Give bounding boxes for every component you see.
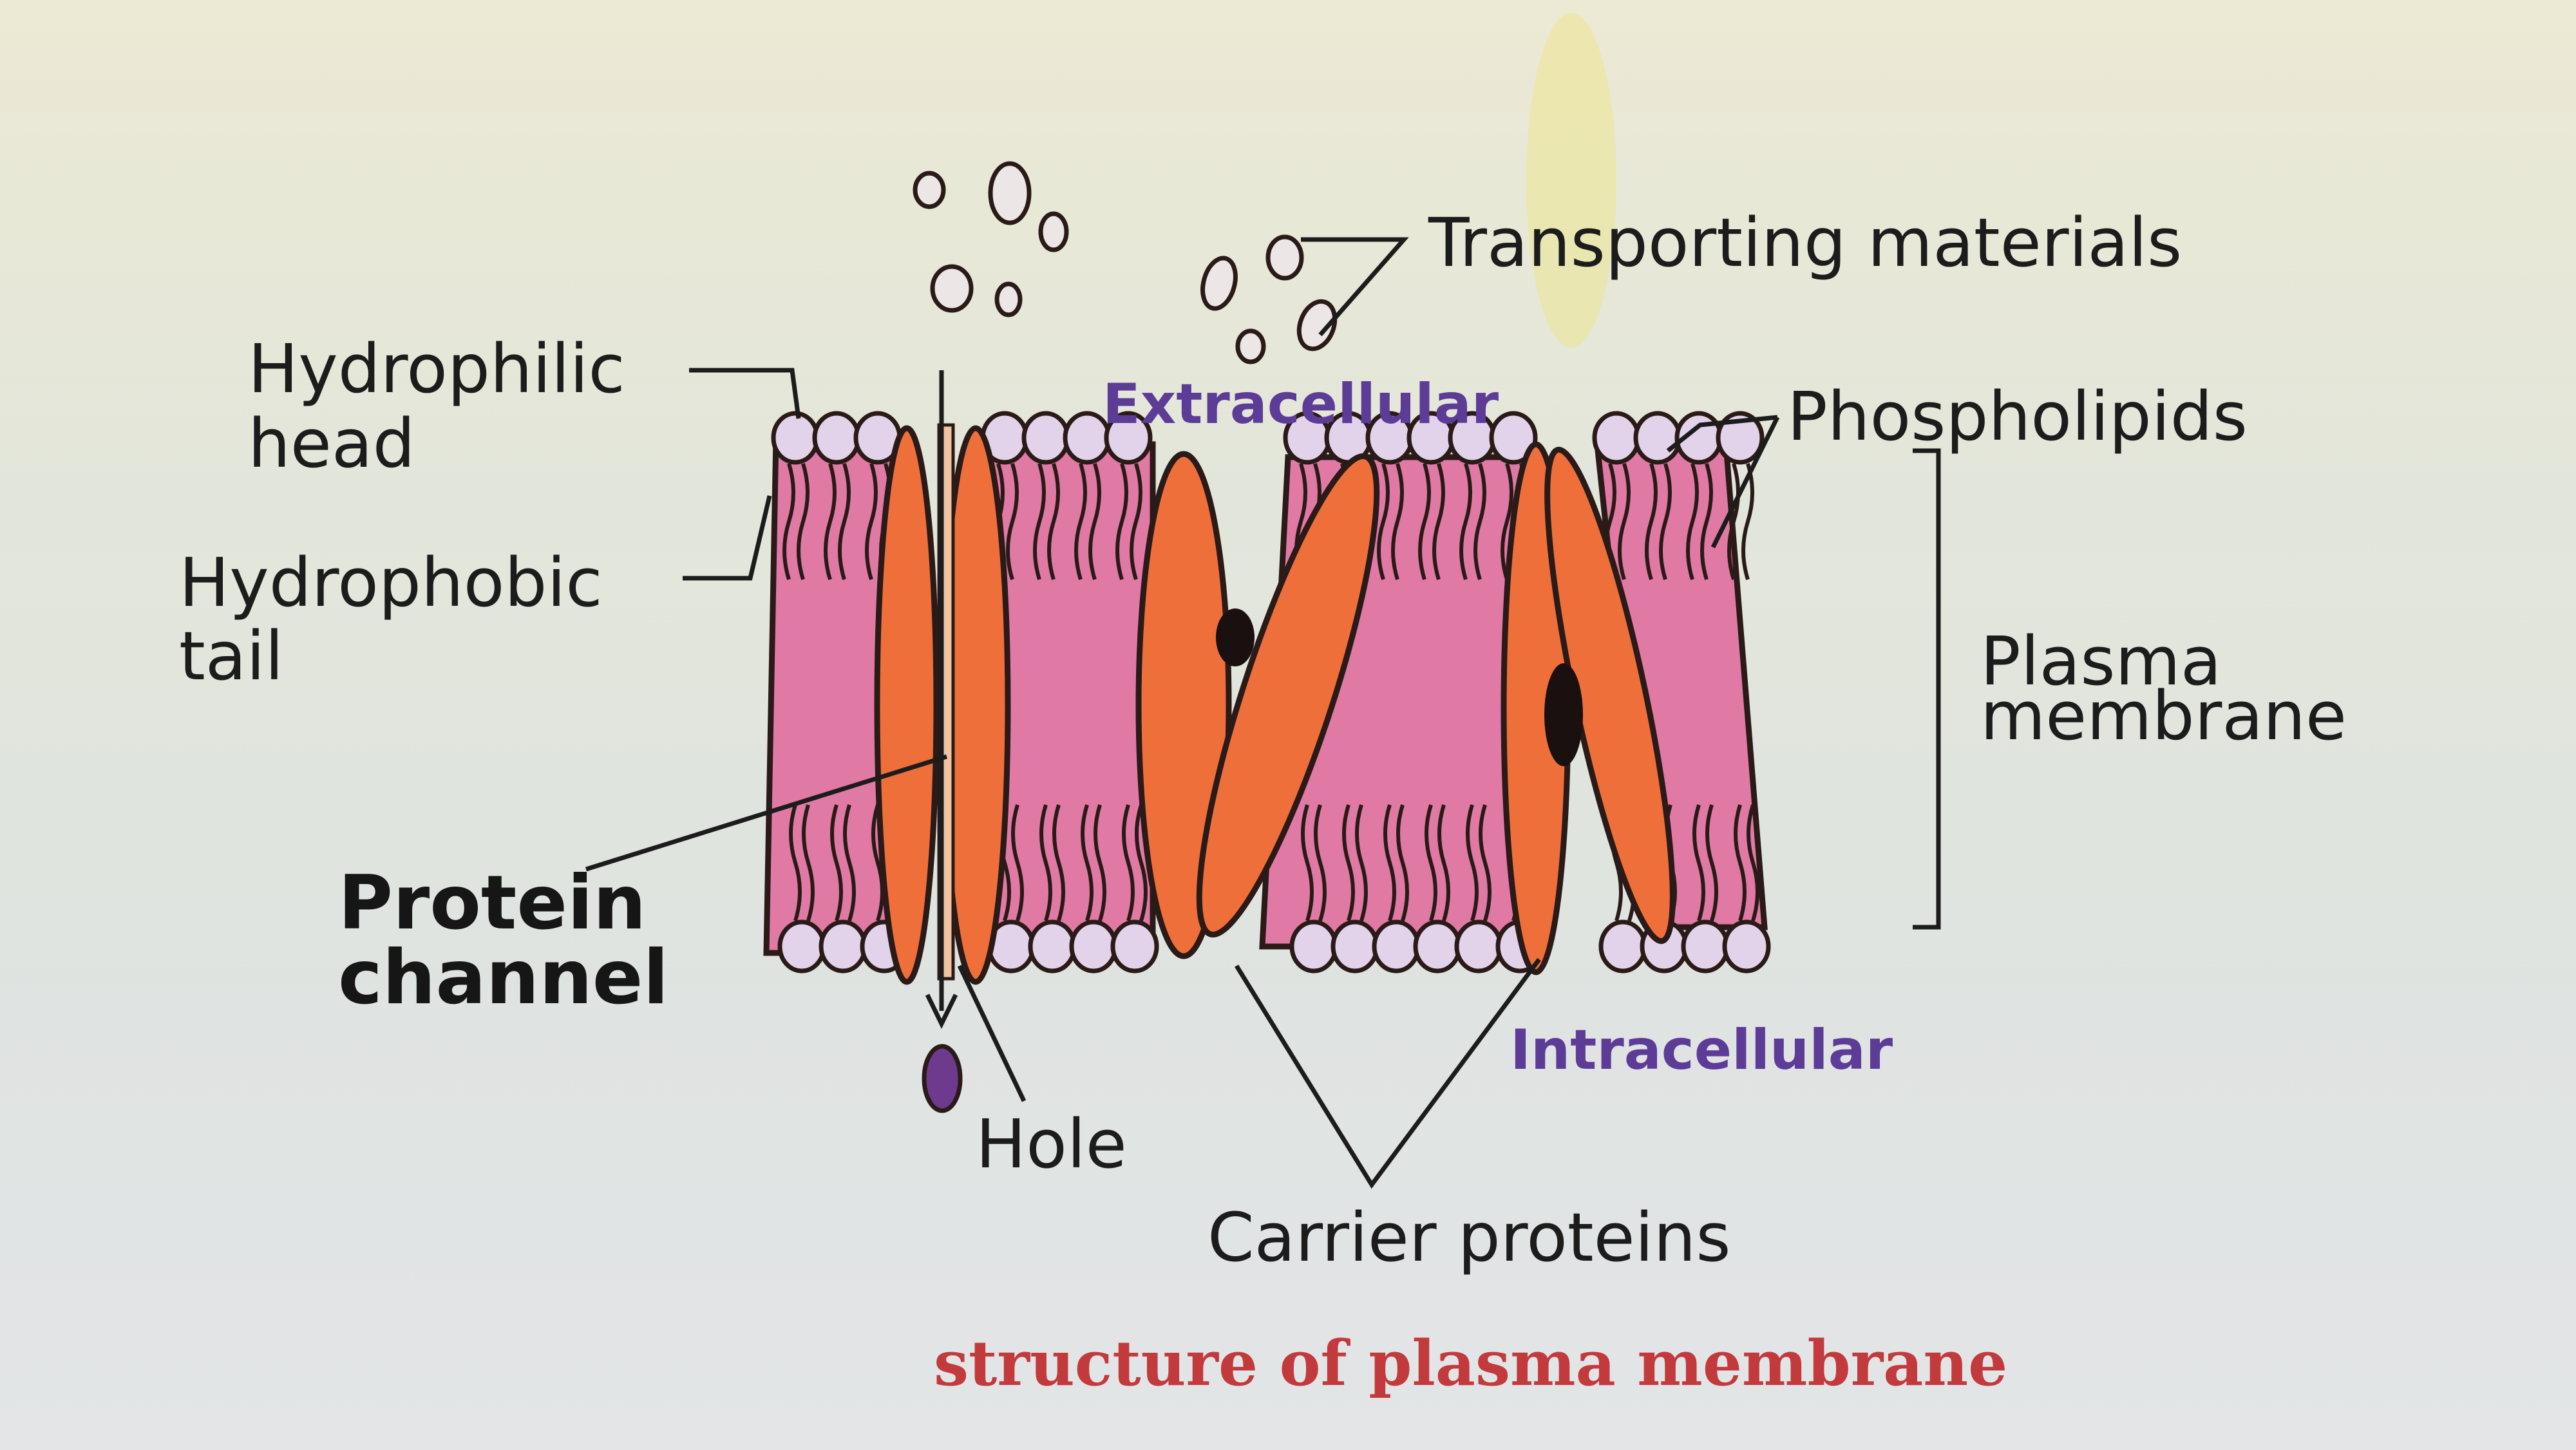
paper-smudge — [1526, 13, 1616, 348]
exiting-particle — [924, 1046, 960, 1111]
phospholipid-head — [1683, 922, 1727, 971]
phospholipid-head — [1457, 922, 1501, 971]
phospholipid-head — [1024, 413, 1068, 462]
label-protein-line2: channel — [338, 941, 668, 1015]
phospholipid-head — [815, 413, 858, 462]
label-protein-channel: Protein channel — [338, 866, 668, 1015]
phospholipid-head — [773, 413, 817, 462]
leader-hydrophilic — [689, 370, 799, 419]
phospholipid-head — [780, 922, 824, 971]
diagram-caption: structure of plasma membrane — [934, 1333, 2007, 1395]
channel-protein-left — [877, 428, 936, 982]
label-hydrophobic-tail: Hydrophobic tail — [179, 546, 603, 693]
label-protein-line1: Protein — [338, 866, 668, 941]
particle — [1197, 254, 1240, 312]
phospholipid-head — [1072, 922, 1115, 971]
phospholipid-head — [1601, 922, 1645, 971]
label-extracellular: Extracellular — [1103, 377, 1499, 432]
particle — [997, 284, 1020, 315]
label-hole: Hole — [976, 1111, 1127, 1178]
particle — [1041, 214, 1066, 250]
label-hydrophilic-line1: Hydrophilic — [248, 332, 625, 406]
binding-site-2 — [1544, 663, 1583, 766]
transporting-particles — [915, 164, 1341, 362]
label-transporting-materials: Transporting materials — [1428, 209, 2182, 276]
phospholipid-head — [1333, 922, 1377, 971]
label-hydrophilic-head: Hydrophilic head — [248, 332, 625, 482]
leader-carrier — [1236, 959, 1539, 1185]
phospholipid-head — [1374, 922, 1418, 971]
phospholipid-head — [821, 922, 865, 971]
phospholipid-head — [1725, 922, 1768, 971]
binding-site-1 — [1216, 608, 1255, 666]
label-phospholipids: Phospholipids — [1787, 383, 2248, 450]
label-hydrophobic-line2: tail — [179, 619, 603, 693]
particle — [1238, 331, 1264, 362]
particle — [933, 267, 971, 310]
phospholipid-head — [1113, 922, 1157, 971]
phospholipid-head — [1595, 413, 1638, 462]
phospholipid-head — [1030, 922, 1074, 971]
bracket-plasma-membrane — [1913, 451, 1938, 927]
particle — [1293, 296, 1341, 353]
phospholipid-head — [1292, 922, 1336, 971]
particle — [915, 173, 943, 207]
label-hydrophilic-line2: head — [248, 406, 625, 481]
label-hydrophobic-line1: Hydrophobic — [179, 546, 603, 619]
leader-hydrophobic — [683, 496, 770, 578]
particle — [1268, 237, 1302, 278]
phospholipid-head — [1636, 413, 1680, 462]
label-intracellular: Intracellular — [1510, 1022, 1893, 1078]
phospholipid-head — [1416, 922, 1459, 971]
label-carrier-proteins: Carrier proteins — [1208, 1204, 1731, 1271]
label-plasma-membrane: Plasma membrane — [1980, 634, 2347, 744]
leader-hole — [960, 966, 1024, 1101]
label-plasma-line2: membrane — [1980, 689, 2347, 744]
particle — [990, 164, 1029, 223]
